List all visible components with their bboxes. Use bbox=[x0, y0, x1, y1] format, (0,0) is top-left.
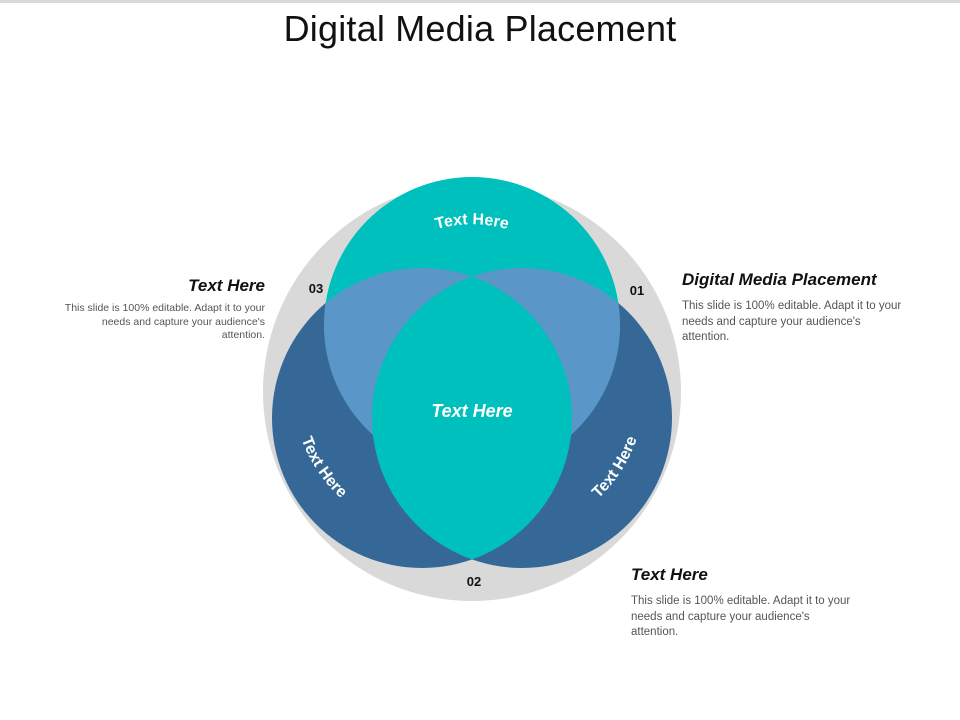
text-block-right-top: Digital Media Placement This slide is 10… bbox=[682, 270, 902, 346]
text-block-left: Text Here This slide is 100% editable. A… bbox=[60, 276, 265, 343]
text-block-right-bottom-heading: Text Here bbox=[631, 565, 708, 584]
text-block-right-top-heading: Digital Media Placement bbox=[682, 270, 877, 289]
text-block-right-bottom-body: This slide is 100% editable. Adapt it to… bbox=[631, 595, 851, 638]
slide-title: Digital Media Placement bbox=[283, 8, 677, 49]
text-block-right-top-body: This slide is 100% editable. Adapt it to… bbox=[682, 300, 902, 343]
text-block-left-heading: Text Here bbox=[188, 276, 265, 295]
number-02: 02 bbox=[467, 574, 481, 589]
text-block-right-bottom: Text Here This slide is 100% editable. A… bbox=[631, 565, 851, 641]
segment-top-label: Text Here bbox=[433, 211, 510, 233]
top-rule bbox=[0, 0, 960, 3]
center-label: Text Here bbox=[431, 401, 512, 421]
number-01: 01 bbox=[630, 283, 644, 298]
overlap-center-lens bbox=[372, 268, 572, 568]
text-block-left-body: This slide is 100% editable. Adapt it to… bbox=[64, 302, 265, 341]
number-03: 03 bbox=[309, 281, 323, 296]
